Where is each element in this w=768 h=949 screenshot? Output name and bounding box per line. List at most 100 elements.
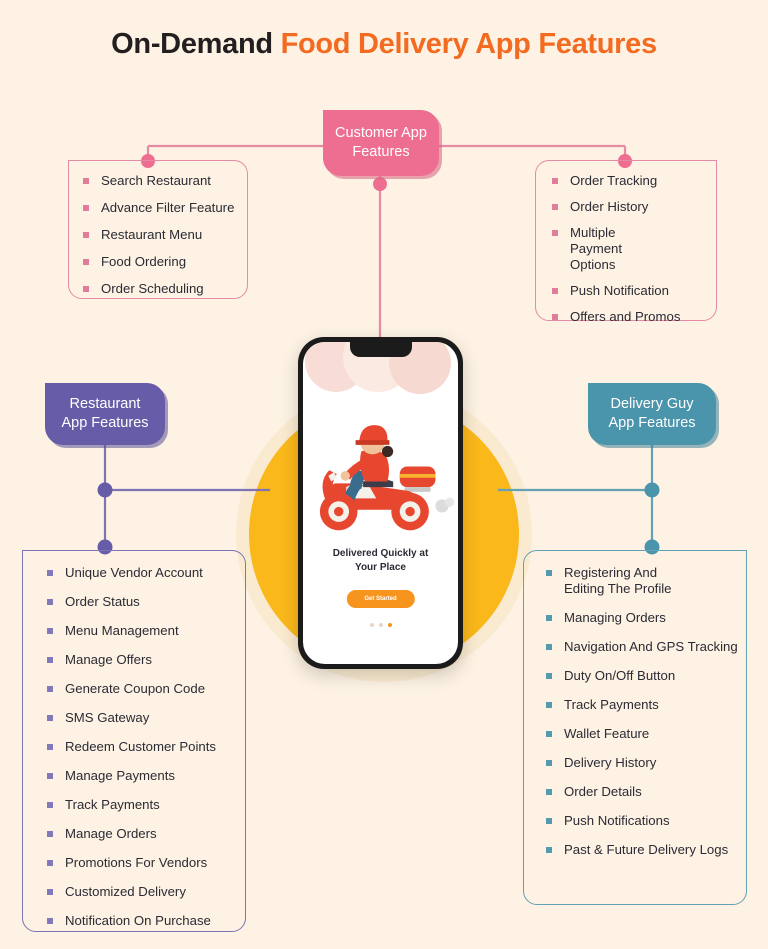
bullet-icon bbox=[546, 789, 552, 795]
list-item: Promotions For Vendors bbox=[47, 855, 245, 871]
bullet-icon bbox=[47, 889, 53, 895]
list-item-label: Track Payments bbox=[65, 797, 160, 812]
badge-delivery-guy-app-features[interactable]: Delivery Guy App Features bbox=[588, 383, 716, 445]
list-item-label: Order Details bbox=[564, 784, 642, 799]
phone-mockup: Delivered Quickly at Your Place Get Star… bbox=[298, 337, 463, 669]
list-item: Order History bbox=[552, 199, 716, 215]
bullet-icon bbox=[83, 178, 89, 184]
list-item-label: Unique Vendor Account bbox=[65, 565, 203, 580]
list-item-label: Duty On/Off Button bbox=[564, 668, 676, 683]
phone-caption-line2: Your Place bbox=[355, 562, 406, 573]
badge-delivery-line2: App Features bbox=[608, 415, 696, 431]
bullet-icon bbox=[546, 760, 552, 766]
bullet-icon bbox=[546, 644, 552, 650]
badge-restaurant-app-features[interactable]: Restaurant App Features bbox=[45, 383, 165, 445]
list-item: Advance Filter Feature bbox=[83, 200, 247, 216]
list-item-label: Push Notification bbox=[570, 283, 669, 298]
bullet-icon bbox=[546, 847, 552, 853]
bullet-icon bbox=[47, 599, 53, 605]
list-item-label: Order Tracking bbox=[570, 173, 658, 188]
list-item-label: Registering And Editing The Profile bbox=[564, 565, 672, 596]
list-item-label: Customized Delivery bbox=[65, 884, 186, 899]
badge-customer-line1: Customer App bbox=[335, 125, 427, 141]
bullet-icon bbox=[47, 715, 53, 721]
list-item-label: Generate Coupon Code bbox=[65, 681, 206, 696]
bullet-icon bbox=[47, 918, 53, 924]
delivery-rider-illustration bbox=[319, 425, 455, 531]
list-item: Manage Offers bbox=[47, 652, 245, 668]
badge-customer-app-features[interactable]: Customer App Features bbox=[323, 110, 439, 176]
bullet-icon bbox=[47, 628, 53, 634]
bullet-icon bbox=[47, 570, 53, 576]
page-title: On-Demand Food Delivery App Features bbox=[0, 28, 768, 61]
list-item-label: Menu Management bbox=[65, 623, 179, 638]
list-item-label: Manage Offers bbox=[65, 652, 152, 667]
pagination-dots bbox=[369, 623, 392, 627]
bullet-icon bbox=[552, 204, 558, 210]
list-item: Duty On/Off Button bbox=[546, 668, 746, 684]
list-item: Wallet Feature bbox=[546, 726, 746, 742]
list-item: Redeem Customer Points bbox=[47, 739, 245, 755]
pagination-dot-active[interactable] bbox=[387, 623, 392, 627]
list-item-label: Delivery History bbox=[564, 755, 657, 770]
bullet-icon bbox=[47, 860, 53, 866]
list-item: Push Notification bbox=[552, 283, 716, 299]
list-item: SMS Gateway bbox=[47, 710, 245, 726]
list-item: Notification On Purchase bbox=[47, 913, 245, 929]
restaurant-feature-box: Unique Vendor Account Order Status Menu … bbox=[22, 550, 246, 932]
get-started-button[interactable]: Get Started bbox=[346, 590, 415, 608]
pagination-dot[interactable] bbox=[378, 623, 383, 627]
list-item: Manage Payments bbox=[47, 768, 245, 784]
list-item-label: SMS Gateway bbox=[65, 710, 150, 725]
customer-left-list: Search Restaurant Advance Filter Feature… bbox=[69, 161, 247, 297]
list-item: Menu Management bbox=[47, 623, 245, 639]
list-item-label: Order Status bbox=[65, 594, 140, 609]
bullet-icon bbox=[546, 818, 552, 824]
bullet-icon bbox=[552, 178, 558, 184]
bullet-icon bbox=[47, 831, 53, 837]
list-item: Multiple Payment Options bbox=[552, 225, 644, 273]
list-item: Order Scheduling bbox=[83, 281, 247, 297]
bullet-icon bbox=[83, 232, 89, 238]
bullet-icon bbox=[546, 731, 552, 737]
badge-customer-line2: Features bbox=[352, 144, 410, 160]
list-item: Push Notifications bbox=[546, 813, 746, 829]
bullet-icon bbox=[47, 744, 53, 750]
bullet-icon bbox=[47, 686, 53, 692]
customer-left-feature-box: Search Restaurant Advance Filter Feature… bbox=[68, 160, 248, 299]
list-item: Track Payments bbox=[546, 697, 746, 713]
list-item-label: Restaurant Menu bbox=[101, 227, 203, 242]
list-item-label: Offers and Promos bbox=[570, 309, 681, 324]
phone-caption-line1: Delivered Quickly at bbox=[332, 548, 429, 559]
bullet-icon bbox=[83, 286, 89, 292]
list-item: Navigation And GPS Tracking bbox=[546, 639, 746, 655]
list-item: Restaurant Menu bbox=[83, 227, 247, 243]
list-item-label: Food Ordering bbox=[101, 254, 187, 269]
list-item-label: Manage Payments bbox=[65, 768, 175, 783]
list-item: Registering And Editing The Profile bbox=[546, 565, 696, 597]
list-item-label: Wallet Feature bbox=[564, 726, 650, 741]
delivery-list: Registering And Editing The Profile Mana… bbox=[524, 551, 746, 858]
list-item-label: Order History bbox=[570, 199, 649, 214]
list-item: Past & Future Delivery Logs bbox=[546, 842, 746, 858]
list-item: Order Tracking bbox=[552, 173, 716, 189]
bullet-icon bbox=[546, 570, 552, 576]
list-item: Manage Orders bbox=[47, 826, 245, 842]
bullet-icon bbox=[47, 657, 53, 663]
list-item: Generate Coupon Code bbox=[47, 681, 245, 697]
list-item: Unique Vendor Account bbox=[47, 565, 245, 581]
bullet-icon bbox=[47, 802, 53, 808]
list-item: Food Ordering bbox=[83, 254, 247, 270]
list-item: Customized Delivery bbox=[47, 884, 245, 900]
list-item: Offers and Promos bbox=[552, 309, 716, 325]
page-title-accent: Food Delivery App Features bbox=[280, 28, 658, 60]
list-item-label: Track Payments bbox=[564, 697, 659, 712]
pagination-dot[interactable] bbox=[369, 623, 374, 627]
list-item: Search Restaurant bbox=[83, 173, 247, 189]
customer-right-feature-box: Order Tracking Order History Multiple Pa… bbox=[535, 160, 717, 324]
badge-restaurant-line1: Restaurant bbox=[69, 396, 141, 412]
list-item: Managing Orders bbox=[546, 610, 746, 626]
delivery-feature-box: Registering And Editing The Profile Mana… bbox=[523, 550, 747, 905]
list-item-label: Search Restaurant bbox=[101, 173, 211, 188]
